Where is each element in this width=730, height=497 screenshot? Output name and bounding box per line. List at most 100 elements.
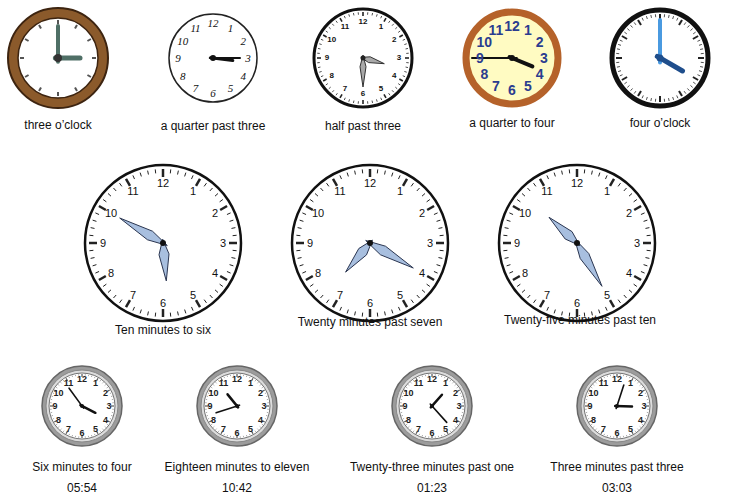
tick-mark	[267, 409, 268, 410]
clock-numeral: 4	[103, 415, 108, 424]
tick-mark	[576, 169, 579, 177]
tick-mark	[613, 436, 614, 437]
tick-mark	[267, 402, 268, 403]
clock	[42, 366, 122, 446]
tick-mark	[587, 415, 588, 416]
clock-numeral: 2	[638, 388, 643, 397]
clock-numeral: 5	[628, 425, 633, 434]
tick-mark	[624, 295, 627, 298]
time-caption: Twenty-five minutes past ten	[504, 314, 656, 327]
tick-mark	[505, 257, 509, 259]
tick-mark	[411, 183, 413, 186]
tick-mark	[218, 431, 220, 432]
tick-mark	[626, 435, 627, 436]
clock-numeral: 4	[241, 70, 247, 81]
tick-mark	[455, 426, 456, 427]
clock-numeral: 5	[524, 79, 532, 93]
tick-mark	[68, 434, 70, 435]
tick-mark	[220, 284, 223, 286]
clock-hand	[366, 241, 414, 269]
tick-mark	[603, 434, 605, 435]
tick-mark	[147, 311, 149, 315]
tick-mark	[223, 434, 225, 435]
tick-mark	[561, 171, 563, 175]
tick-mark	[120, 300, 122, 303]
clock-numeral: 5	[190, 290, 196, 301]
tick-mark	[637, 429, 638, 430]
tick-mark	[700, 66, 703, 68]
clock-numeral: 10	[209, 388, 219, 397]
tick-mark	[428, 436, 429, 437]
tick-mark	[317, 62, 319, 63]
clock-numeral: 3	[540, 51, 548, 65]
clock-numeral: 7	[416, 425, 421, 434]
tick-mark	[668, 15, 670, 18]
tick-mark	[39, 25, 41, 28]
tick-mark	[91, 227, 95, 229]
tick-mark	[362, 100, 364, 104]
tick-mark	[547, 307, 549, 311]
tick-mark	[185, 173, 186, 177]
clock-numeral: 9	[52, 402, 57, 411]
tick-mark	[455, 385, 456, 386]
tick-mark	[260, 426, 261, 427]
tick-mark	[358, 101, 359, 103]
tick-mark	[645, 392, 646, 394]
tick-mark	[616, 57, 622, 59]
tick-mark	[693, 36, 698, 39]
clock-numeral: 4	[212, 268, 218, 279]
clock-numeral: 11	[541, 186, 552, 197]
tick-mark	[72, 376, 73, 377]
tick-mark	[53, 418, 54, 420]
tick-mark	[434, 271, 438, 273]
clock-hand	[430, 404, 446, 422]
tick-mark	[310, 200, 313, 202]
clock-numeral: 9	[175, 53, 181, 64]
tick-mark	[509, 213, 513, 215]
tick-mark	[417, 295, 420, 298]
tick-mark	[586, 412, 587, 413]
clock-numeral: 1	[628, 378, 633, 387]
clock-numeral: 12	[208, 18, 219, 29]
tick-mark	[461, 415, 462, 416]
clock-face	[314, 9, 412, 107]
tick-mark	[210, 295, 213, 298]
clock	[499, 165, 655, 321]
tick-mark	[39, 87, 41, 90]
clock-rim	[581, 370, 653, 442]
tick-mark	[204, 300, 206, 303]
clock-numeral: 11	[190, 22, 200, 33]
clock-hand	[549, 217, 580, 245]
tick-mark	[267, 399, 268, 400]
clock-numeral: 2	[453, 388, 458, 397]
time-caption: Twenty minutes past seven	[298, 316, 443, 329]
clock-numeral: 2	[392, 36, 396, 44]
tick-mark	[413, 431, 415, 432]
clock-face	[204, 373, 270, 439]
clock-numeral: 5	[397, 290, 403, 301]
tick-mark	[384, 171, 386, 175]
tick-mark	[646, 396, 647, 397]
clock	[466, 12, 558, 104]
tick-mark	[162, 309, 165, 317]
tick-mark	[650, 98, 652, 101]
clock-rim	[201, 370, 273, 442]
tick-mark	[93, 220, 97, 221]
tick-mark	[627, 85, 629, 87]
tick-mark	[507, 220, 511, 221]
tick-mark	[140, 173, 141, 177]
tick-mark	[655, 14, 656, 17]
time-caption: Three minutes past three	[550, 461, 683, 474]
tick-mark	[687, 25, 689, 27]
tick-mark	[677, 95, 678, 98]
tick-mark	[354, 171, 356, 175]
clock-numeral: 1	[397, 186, 403, 197]
tick-mark	[449, 380, 451, 381]
tick-mark	[399, 79, 402, 81]
tick-mark	[120, 183, 122, 186]
tick-mark	[254, 380, 256, 381]
clock-face	[612, 10, 708, 106]
tick-mark	[700, 48, 703, 50]
tick-mark	[377, 169, 378, 173]
clock	[612, 10, 708, 106]
